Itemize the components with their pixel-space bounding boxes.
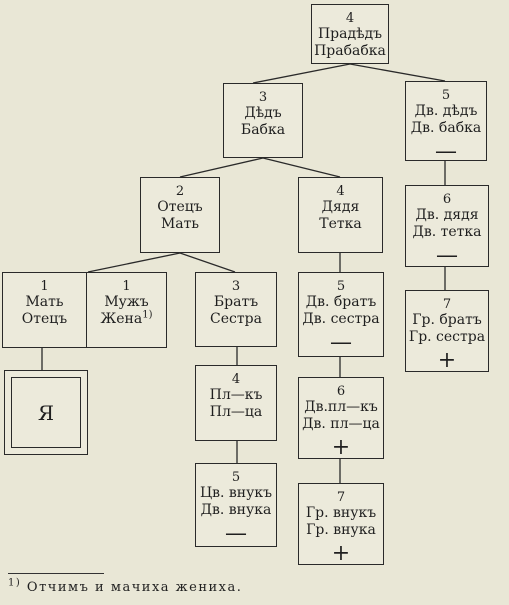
degree-number: 4 [345, 11, 355, 26]
node-label: Дв. бабка [410, 120, 482, 136]
relation-mark: — [435, 139, 457, 164]
relation-mark: — [436, 243, 458, 268]
node-label: Прабабка [314, 43, 386, 59]
node-label: Гр. внукъ [305, 505, 377, 521]
footnote-rule [8, 573, 104, 574]
node-label: Тетка [319, 216, 362, 232]
node-label: Дв. внука [200, 502, 272, 518]
degree-number: 2 [175, 184, 185, 199]
node-label: Пл—къ [209, 387, 263, 403]
node-self: Я [4, 370, 88, 455]
node-uncle-aunt: 4 Дядя Тетка [298, 177, 383, 253]
degree-number: 1 [122, 279, 131, 294]
node-label: Мать [25, 294, 64, 310]
degree-number: 7 [336, 490, 346, 505]
node-grandparents: 3 Дѣдъ Бабка [223, 83, 303, 158]
degree-number: 7 [442, 297, 452, 312]
node-nephew-niece: 4 Пл—къ Пл—ца [195, 365, 277, 441]
node-cousins: 5 Дв. братъ Дв. сестра — [298, 272, 384, 357]
node-parents: 2 Отецъ Мать [140, 177, 220, 253]
node-cousin-grandchildren: 7 Гр. внукъ Гр. внука + [298, 483, 384, 565]
node-label: Прадѣдъ [317, 26, 383, 42]
relation-mark: + [331, 541, 351, 566]
node-siblings: 3 Братъ Сестра [195, 272, 277, 347]
node-label: Дѣдъ [244, 105, 282, 121]
relation-mark: — [225, 521, 247, 546]
node-self-inner: Я [11, 377, 81, 448]
node-label: Мужъ [104, 294, 149, 310]
node-label: Дядя [321, 199, 360, 215]
node-label: Дв. тетка [412, 224, 482, 240]
node-label: Пл—ца [209, 404, 263, 420]
node-label: Гр. братъ [412, 312, 482, 328]
node-label: Отецъ [157, 199, 203, 215]
degree-number: 1 [40, 279, 49, 294]
degree-number: 5 [231, 470, 241, 485]
node-label: Дв. сестра [302, 311, 380, 327]
self-label: Я [37, 400, 55, 425]
node-great-grandparents: 4 Прадѣдъ Прабабка [311, 4, 389, 64]
node-label: Дв.пл—къ [304, 399, 378, 415]
node-label: Бабка [240, 122, 286, 138]
degree-number: 5 [336, 279, 346, 294]
node-label: Дв. братъ [305, 294, 377, 310]
node-label: Жена1) [100, 309, 153, 328]
node-label: Дв. дядя [415, 207, 479, 223]
degree-number: 3 [231, 279, 241, 294]
node-label: Мать [160, 216, 200, 232]
node-label: Сестра [210, 311, 262, 327]
degree-number: 6 [442, 192, 452, 207]
node-label: Отецъ [21, 311, 68, 327]
relation-mark: + [437, 348, 457, 373]
node-husband-wife: 1 Мужъ Жена1) [87, 273, 166, 347]
node-grandnephew-niece: 5 Цв. внукъ Дв. внука — [195, 463, 277, 547]
node-label-text: Жена [100, 311, 143, 327]
node-label: Гр. внука [306, 522, 376, 538]
node-label: Дв. дѣдъ [414, 103, 478, 119]
footnote-marker: 1) [8, 577, 22, 589]
degree-number: 6 [336, 384, 346, 399]
node-cousin-nephew-niece: 6 Дв.пл—къ Дв. пл—ца + [298, 377, 384, 459]
footnote-text: Отчимъ и мачиха жениха. [26, 580, 243, 595]
relation-mark: + [331, 435, 351, 460]
node-label: Братъ [213, 294, 259, 310]
node-grand-uncle-aunt: 6 Дв. дядя Дв. тетка — [405, 185, 489, 267]
node-label: Дв. пл—ца [302, 416, 380, 432]
node-second-cousins: 7 Гр. братъ Гр. сестра + [405, 290, 489, 372]
node-spouse-parents: 1 Мать Отецъ 1 Мужъ Жена1) [2, 272, 167, 348]
node-label: Цв. внукъ [199, 485, 273, 501]
node-grandparents-siblings: 5 Дв. дѣдъ Дв. бабка — [405, 81, 487, 164]
degree-number: 4 [336, 184, 345, 199]
node-mother-father: 1 Мать Отецъ [3, 273, 87, 347]
relation-mark: — [330, 330, 352, 355]
footnote-ref: 1) [142, 309, 153, 321]
degree-number: 5 [441, 88, 451, 103]
degree-number: 4 [231, 372, 241, 387]
degree-number: 3 [258, 90, 268, 105]
node-label: Гр. сестра [408, 329, 486, 345]
footnote: 1) Отчимъ и мачиха жениха. [8, 577, 243, 595]
